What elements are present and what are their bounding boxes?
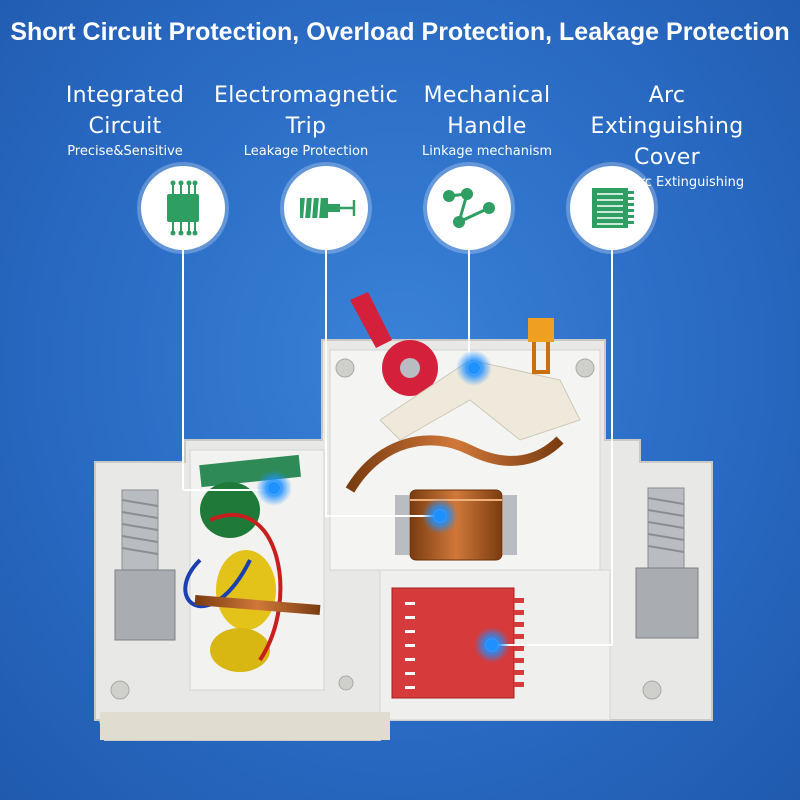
feature-electromagnetic-trip: Electromagnetic Trip Leakage Protection (211, 80, 401, 159)
linkage-icon (427, 166, 511, 250)
feature-subtitle: Precise&Sensitive (67, 144, 183, 159)
feature-arc-extinguishing-cover: Arc Extinguishing Cover Rapid Arc Exting… (572, 80, 762, 190)
feature-title-line2: Trip (285, 114, 327, 139)
headline: Short Circuit Protection, Overload Prote… (10, 18, 790, 46)
trip-coil (395, 489, 517, 561)
left-terminal (114, 489, 176, 641)
feature-subtitle: Leakage Protection (243, 144, 369, 159)
feature-integrated-circuit: Integrated Circuit Precise&Sensitive (30, 80, 220, 159)
hotspots (256, 350, 510, 663)
feature-title-line1: Integrated (65, 83, 185, 108)
right-terminal (635, 487, 699, 639)
callout-lines (182, 250, 613, 646)
feature-title-line2: Cover (634, 145, 700, 170)
chip-icon (141, 166, 225, 250)
feature-title-line2: Handle (447, 114, 527, 139)
feature-mechanical-handle: Mechanical Handle Linkage mechanism (392, 80, 582, 159)
operating-handle (350, 292, 581, 441)
feature-title-line1: Arc Extinguishing (590, 83, 744, 139)
feature-subtitle: Linkage mechanism (421, 144, 553, 159)
feature-title-line2: Circuit (88, 114, 162, 139)
feature-title-line1: Mechanical (423, 83, 551, 108)
copper-braid (345, 435, 564, 493)
arc-chute-icon (570, 166, 654, 250)
feature-title-line1: Electromagnetic (214, 83, 398, 108)
solenoid-icon (284, 166, 368, 250)
